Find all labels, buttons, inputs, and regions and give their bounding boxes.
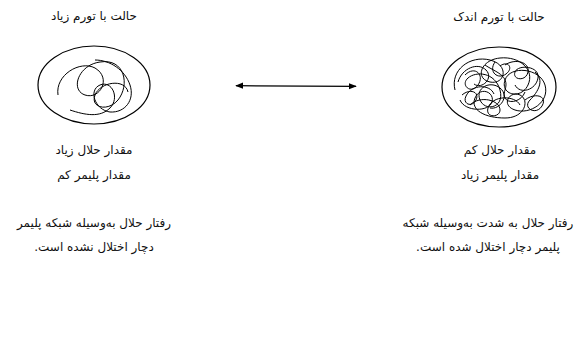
- ellipse-outline: [441, 46, 557, 128]
- polymer-chain: [454, 58, 546, 118]
- swelling-state-ellipse: حالت با تورم اندک: [441, 46, 557, 128]
- caption-note: مقدار پلیمر کم: [19, 163, 169, 187]
- swelling-state-ellipse: حالت با تورم زیاد: [37, 45, 151, 125]
- caption-note: مقدار حلال زیاد: [19, 138, 169, 162]
- dense-polymer-chain: [454, 58, 546, 118]
- state-heading: حالت با تورم اندک: [409, 8, 584, 26]
- sparse-polymer-chain: [58, 60, 132, 115]
- ellipse-outline: [37, 45, 151, 125]
- caption-note: مقدار پلیمر زیاد: [425, 163, 575, 187]
- polymer-chain: [525, 72, 544, 111]
- polymer-chain: [493, 62, 510, 76]
- polymer-chain: [70, 60, 131, 115]
- polymer-chain: [462, 87, 494, 105]
- polymer-chain: [485, 65, 525, 102]
- ellipse-shape: [442, 47, 556, 127]
- double-arrow: [236, 85, 356, 87]
- polymer-chain: [505, 61, 538, 90]
- polymer-chain: [470, 98, 520, 116]
- caption-note: رفتار حلال به شدت به‌وسیله شبکه پلیمر دچ…: [398, 211, 578, 259]
- ellipse-shape: [38, 46, 150, 124]
- polymer-chain: [458, 66, 489, 85]
- caption-note: رفتار حلال به‌وسیله شبکه پلیمر دچار اختل…: [8, 211, 180, 259]
- polymer-chain: [58, 62, 128, 108]
- state-heading: حالت با تورم زیاد: [4, 7, 184, 25]
- caption-note: مقدار حلال کم: [425, 138, 575, 162]
